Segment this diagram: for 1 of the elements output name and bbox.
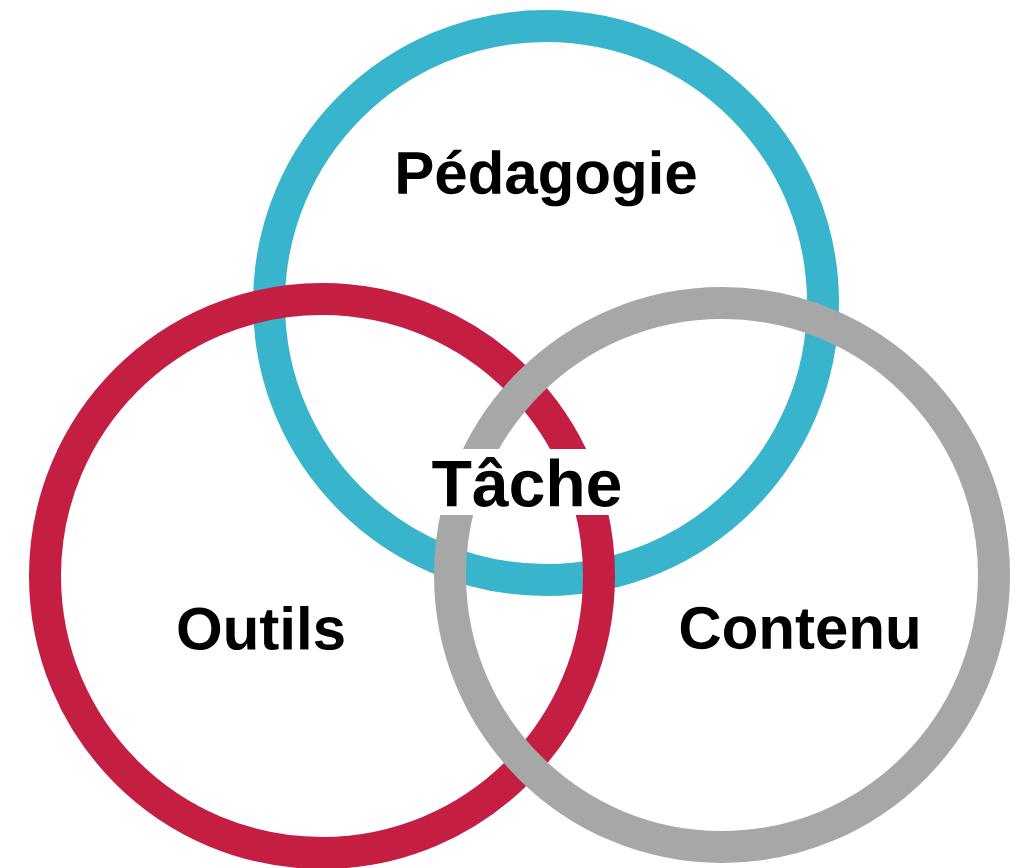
center-label: Tâche [419,449,635,515]
